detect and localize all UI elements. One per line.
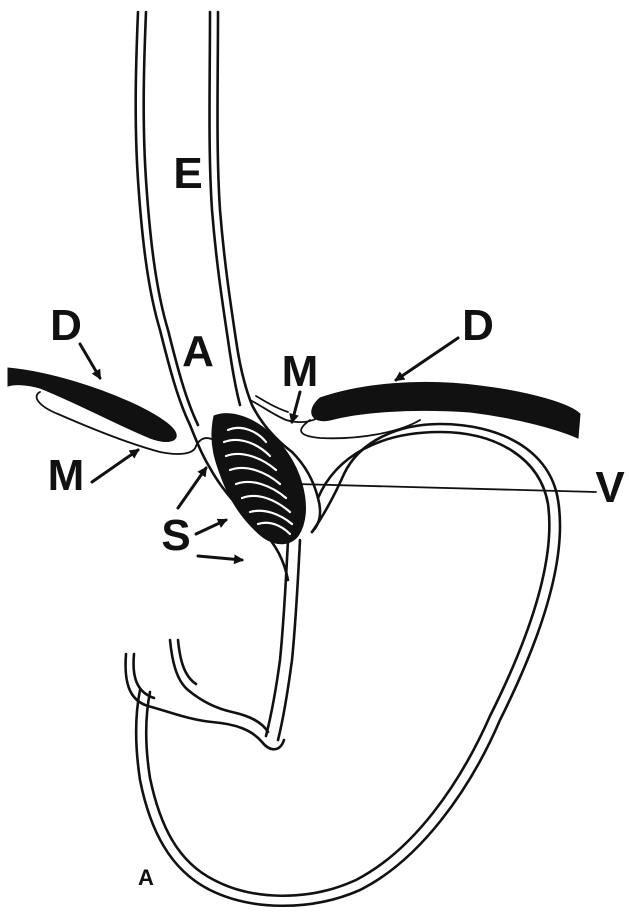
label-membrane-right: M	[282, 350, 319, 394]
arrow-s-middle	[196, 520, 226, 534]
label-diaphragm-left: D	[50, 304, 82, 348]
label-ampulla: A	[182, 330, 214, 374]
label-membrane-left: M	[48, 454, 85, 498]
arrow-s-lower	[198, 556, 242, 560]
label-sac: S	[161, 514, 190, 558]
label-esophagus: E	[173, 152, 202, 196]
diaphragm-right	[301, 382, 580, 438]
arrow-s-upper	[178, 468, 206, 508]
diaphragm-left	[8, 368, 196, 454]
arrow-d-right	[396, 338, 458, 380]
arrow-d-left	[80, 344, 100, 378]
label-diaphragm-right: D	[462, 304, 494, 348]
v-pointer-line	[296, 484, 596, 492]
stomach-body	[126, 640, 284, 749]
label-panel-a: A	[138, 867, 154, 889]
hernia-sac	[212, 414, 306, 544]
arrow-m-left	[92, 450, 138, 482]
arrow-m-right	[292, 392, 300, 422]
label-v: V	[595, 466, 624, 510]
stomach-fundus	[136, 424, 560, 906]
